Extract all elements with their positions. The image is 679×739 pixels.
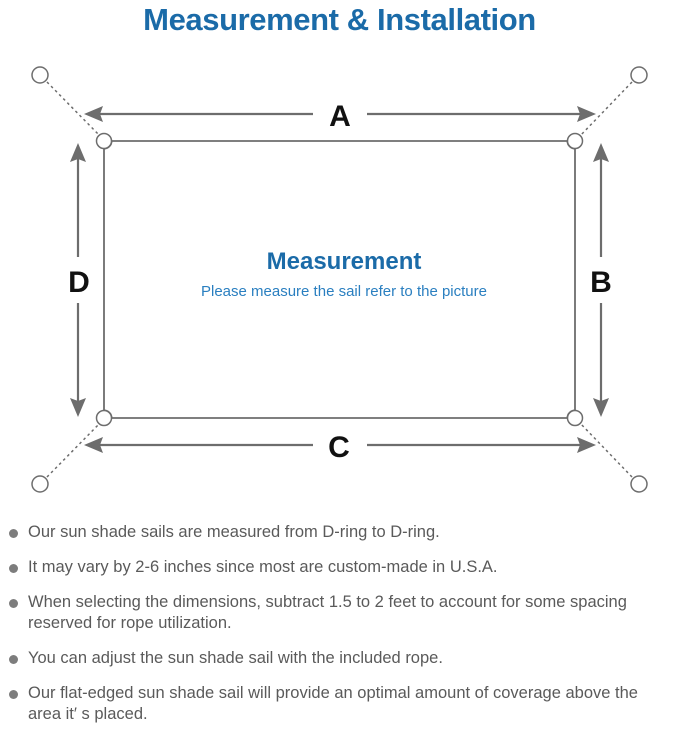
- notes-list: Our sun shade sails are measured from D-…: [0, 522, 679, 725]
- anchor-point-bottom-left: [31, 475, 49, 493]
- dimension-label-a: A: [329, 100, 351, 133]
- d-ring-bottom-right: [566, 409, 584, 427]
- dimension-label-b: B: [590, 266, 612, 299]
- rope-bottom-left: [46, 421, 102, 478]
- anchor-point-top-left: [31, 66, 49, 84]
- d-ring-bottom-left: [95, 409, 113, 427]
- note-text: It may vary by 2-6 inches since most are…: [28, 558, 498, 576]
- dimension-label-c: C: [328, 431, 350, 464]
- list-item: You can adjust the sun shade sail with t…: [0, 648, 665, 669]
- list-item: When selecting the dimensions, subtract …: [0, 592, 665, 634]
- note-text: Our sun shade sails are measured from D-…: [28, 523, 440, 541]
- list-item: Our sun shade sails are measured from D-…: [0, 522, 665, 543]
- note-text: You can adjust the sun shade sail with t…: [28, 649, 443, 667]
- sail-body: [103, 140, 576, 419]
- bullet-icon: [9, 655, 18, 664]
- sun-shade-sail-measurement-diagram: A C D B Measurement Please meas: [31, 66, 648, 493]
- bullet-icon: [9, 599, 18, 608]
- note-text: Our flat-edged sun shade sail will provi…: [28, 684, 638, 723]
- dimension-arrow-d: D: [58, 143, 100, 417]
- dimension-arrow-c: C: [84, 423, 596, 467]
- d-ring-top-right: [566, 132, 584, 150]
- rope-top-left: [46, 81, 102, 138]
- list-item: Our flat-edged sun shade sail will provi…: [0, 683, 665, 725]
- dimension-label-d: D: [68, 266, 90, 299]
- bullet-icon: [9, 529, 18, 538]
- anchor-point-top-right: [630, 66, 648, 84]
- d-ring-top-left: [95, 132, 113, 150]
- diagram-center-heading: Measurement: [267, 248, 422, 275]
- list-item: It may vary by 2-6 inches since most are…: [0, 557, 665, 578]
- rope-top-right: [578, 81, 633, 138]
- dimension-arrow-a: A: [84, 92, 596, 136]
- bullet-icon: [9, 564, 18, 573]
- page-title: Measurement & Installation: [143, 2, 536, 37]
- bullet-icon: [9, 690, 18, 699]
- diagram-center-subtext: Please measure the sail refer to the pic…: [201, 283, 487, 300]
- rope-bottom-right: [578, 421, 633, 478]
- note-text: When selecting the dimensions, subtract …: [28, 593, 627, 632]
- anchor-point-bottom-right: [630, 475, 648, 493]
- dimension-arrow-b: B: [581, 143, 623, 417]
